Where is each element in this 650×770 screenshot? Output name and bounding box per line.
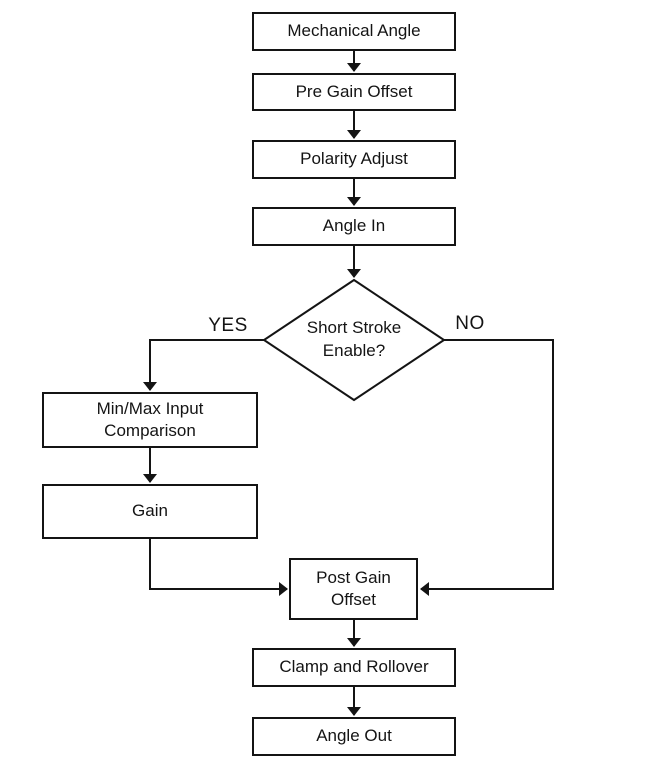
node-gain: Gain [42, 484, 258, 539]
node-short-stroke-enable-label: Short Stroke Enable? [306, 318, 402, 360]
node-mechanical-angle: Mechanical Angle [252, 12, 456, 51]
branch-label-no: NO [455, 313, 485, 334]
node-polarity-adjust: Polarity Adjust [252, 140, 456, 179]
node-pre-gain-offset: Pre Gain Offset [252, 73, 456, 111]
branch-label-yes: YES [208, 315, 248, 336]
node-post-gain-offset: Post Gain Offset [289, 558, 418, 620]
arrow-no-branch [420, 339, 554, 596]
node-angle-out: Angle Out [252, 717, 456, 756]
node-clamp-and-rollover: Clamp and Rollover [252, 648, 456, 687]
arrow-yes-branch [143, 339, 264, 391]
node-min-max-input-comparison: Min/Max Input Comparison [42, 392, 258, 448]
decision-diamond-shape [262, 278, 446, 402]
node-angle-in: Angle In [252, 207, 456, 246]
arrow-gain-to-postgain [149, 539, 288, 596]
